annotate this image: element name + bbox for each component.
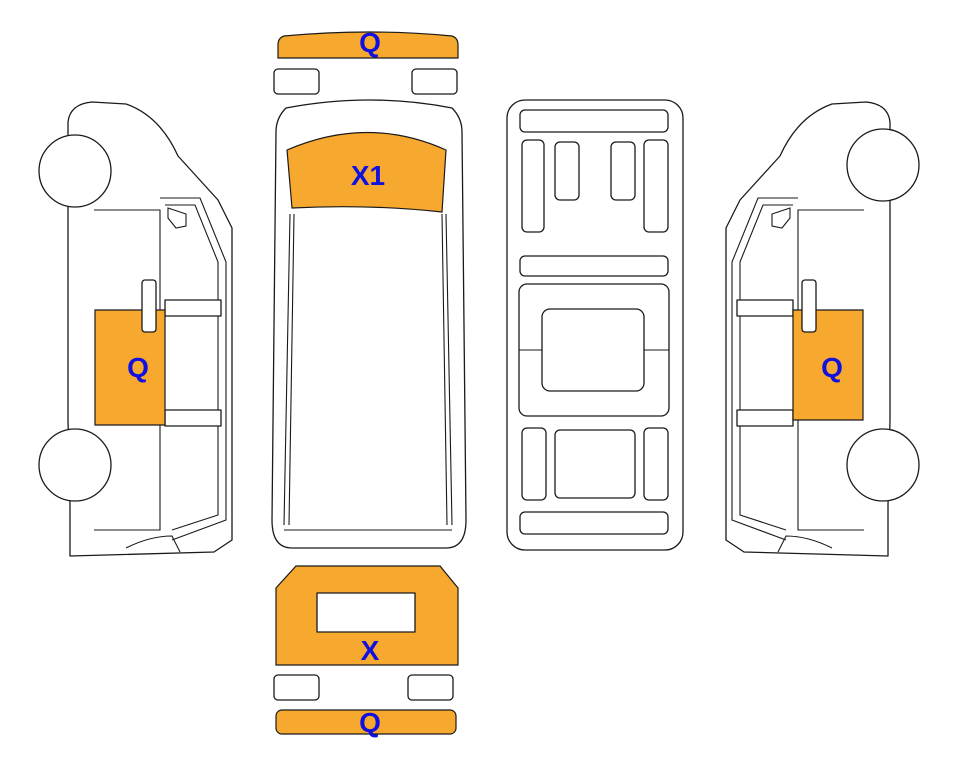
right-side-panel-zone[interactable] bbox=[792, 309, 864, 421]
front-left-headlight bbox=[273, 68, 320, 95]
left-window-frame bbox=[167, 207, 187, 229]
floor-front-seat-right bbox=[610, 141, 636, 201]
right-pillar-inner bbox=[739, 204, 793, 531]
top-view-body bbox=[271, 99, 467, 549]
rear-door-label: X bbox=[361, 635, 380, 666]
front-right-headlight bbox=[411, 68, 458, 95]
front-bumper-label: Q bbox=[359, 27, 381, 58]
left-step bbox=[125, 535, 181, 553]
right-front-wheel bbox=[846, 128, 920, 202]
floor-front-bar bbox=[519, 109, 669, 133]
rear-window bbox=[316, 592, 416, 633]
left-rear-wheel bbox=[38, 428, 112, 502]
front-view bbox=[273, 31, 459, 95]
left-pillar-outer bbox=[160, 197, 227, 541]
floor-center-panel bbox=[541, 308, 645, 392]
zone-labels: Q X1 Q Q X Q bbox=[127, 27, 843, 738]
right-side-panel-label: Q bbox=[821, 352, 843, 383]
floor-rear-bar bbox=[519, 511, 669, 535]
roof-right-line bbox=[445, 213, 453, 526]
floor-rear-center-pad bbox=[554, 429, 636, 499]
left-front-wheel bbox=[38, 134, 112, 208]
right-pillar-outer bbox=[731, 197, 798, 541]
left-pillar-inner bbox=[165, 204, 219, 531]
rear-right-taillight bbox=[407, 674, 454, 701]
windshield-label: X1 bbox=[351, 160, 385, 191]
floor-view bbox=[506, 99, 684, 551]
floor-front-seat-left bbox=[554, 141, 580, 201]
floor-rear-left-pad bbox=[521, 427, 547, 501]
floor-mid-bar bbox=[519, 255, 669, 277]
left-rail-bottom bbox=[164, 409, 222, 427]
right-door-handle bbox=[801, 279, 817, 333]
roof-left-line bbox=[283, 213, 291, 526]
floor-rear-right-pad bbox=[643, 427, 669, 501]
right-side-view bbox=[725, 101, 920, 557]
rear-bumper-zone[interactable] bbox=[275, 709, 457, 735]
rear-bumper-label: Q bbox=[359, 707, 381, 738]
roof-right-line-inner bbox=[441, 213, 448, 526]
right-rear-wheel bbox=[846, 428, 920, 502]
right-rail-bottom bbox=[736, 409, 794, 427]
windshield-zone[interactable] bbox=[286, 132, 447, 213]
rear-left-taillight bbox=[273, 674, 320, 701]
rear-view bbox=[273, 565, 459, 735]
right-rail-top bbox=[736, 299, 794, 317]
left-side-panel-label: Q bbox=[127, 352, 149, 383]
roof-left-line-inner bbox=[288, 213, 295, 526]
top-view bbox=[271, 99, 467, 549]
right-step bbox=[777, 535, 833, 553]
left-side-view bbox=[38, 101, 233, 557]
front-bumper-zone[interactable] bbox=[277, 31, 459, 59]
left-door-handle bbox=[141, 279, 157, 333]
floor-front-left-pad bbox=[521, 139, 545, 233]
floor-front-right-pad bbox=[643, 139, 669, 233]
left-rail-top bbox=[164, 299, 222, 317]
right-window-frame bbox=[771, 207, 791, 229]
